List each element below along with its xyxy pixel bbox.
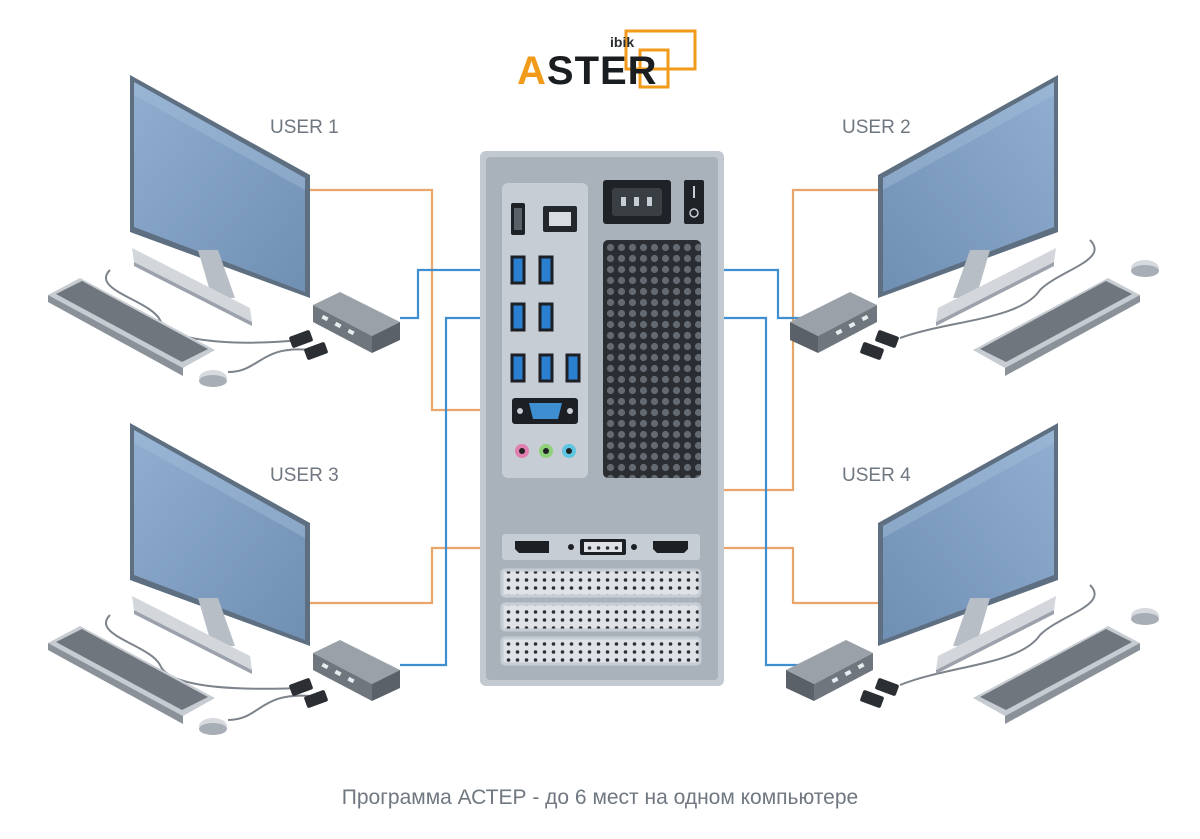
hdmi-port-icon — [511, 203, 525, 235]
monitor — [130, 75, 310, 326]
audio-jack-icon — [515, 444, 576, 458]
workstation-user-4 — [786, 423, 1159, 724]
expansion-slot — [500, 602, 702, 632]
user-2-label: USER 2 — [842, 117, 911, 138]
svg-text:ASTER: ASTER — [517, 49, 658, 93]
peripheral-cables — [105, 239, 1096, 721]
power-switch-icon — [684, 180, 704, 224]
usb-hub — [313, 292, 400, 353]
workstation-user-1 — [48, 75, 400, 387]
user-3-label: USER 3 — [270, 465, 339, 486]
usb-port-icon — [510, 255, 581, 383]
expansion-slot — [500, 636, 702, 666]
displayport-icon — [515, 541, 549, 553]
computer-case — [480, 151, 724, 686]
aster-logo: ibik ASTER — [517, 29, 697, 93]
expansion-slot — [500, 568, 702, 598]
power-socket-icon — [603, 180, 671, 224]
logo-letter-rest: STER — [547, 49, 658, 93]
user-4-label: USER 4 — [842, 465, 911, 486]
workstation-user-3 — [48, 423, 400, 735]
workstation-user-2 — [790, 75, 1159, 376]
user-1-label: USER 1 — [270, 117, 339, 138]
ethernet-port-icon — [543, 206, 577, 232]
logo-brand-small: ibik — [610, 34, 634, 50]
diagram-caption: Программа АСТЕР - до 6 мест на одном ком… — [341, 786, 859, 809]
mouse — [199, 370, 227, 387]
dvi-port-icon — [568, 539, 637, 555]
vga-port-icon — [512, 398, 578, 424]
case-vent — [603, 240, 701, 478]
logo-letter-a: A — [517, 49, 547, 93]
hdmi-port-icon — [653, 541, 688, 553]
